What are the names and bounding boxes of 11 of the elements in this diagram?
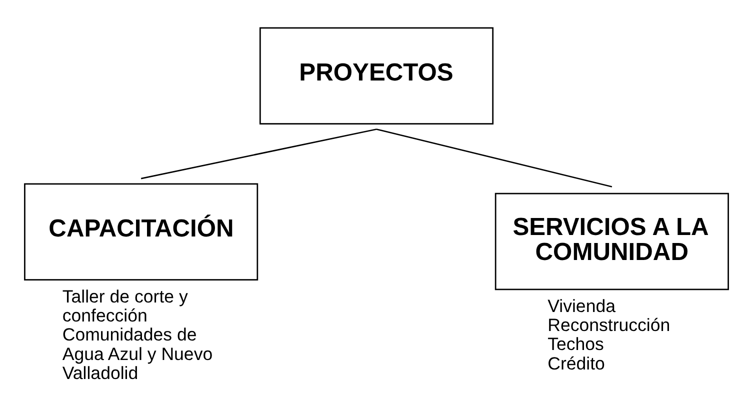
connector	[140, 128, 377, 180]
node-label: Comunidades de Agua Azul y Nuevo Valladolid	[62, 324, 213, 383]
node-box: PROYECTOS	[259, 27, 494, 124]
node-label: Techos	[548, 334, 604, 354]
node-box: SERVICIOS A LA COMUNIDAD	[494, 192, 729, 290]
node-label: Vivienda	[548, 296, 616, 316]
node-box: CAPACITACIÓN	[24, 183, 258, 280]
connector	[376, 128, 612, 188]
node-label: Crédito	[548, 353, 605, 374]
node-label: Taller de corte y confección	[62, 286, 188, 326]
node-label: Reconstrucción	[548, 315, 670, 335]
